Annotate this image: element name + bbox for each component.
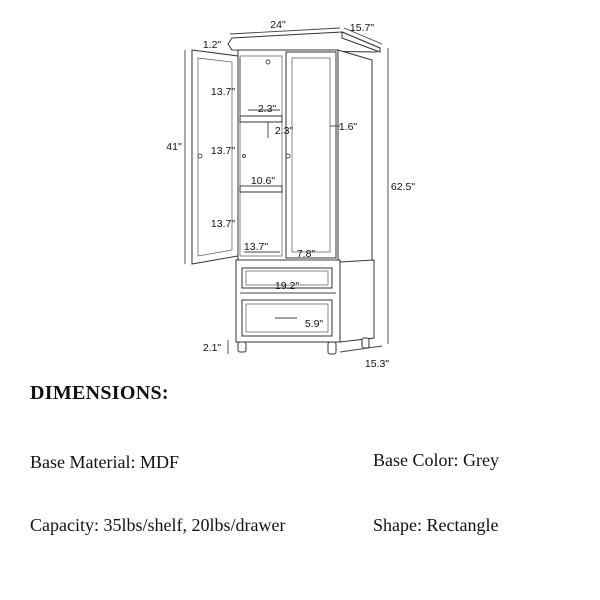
label-door-thickness: 1.6"	[339, 121, 358, 133]
dimensions-heading: DIMENSIONS:	[30, 382, 169, 404]
label-feet: 2.1"	[203, 342, 222, 354]
spec-base-color: Base Color: Grey	[373, 450, 499, 470]
foot-back	[361, 337, 370, 349]
spec-base-material: Base Material: MDF	[30, 452, 179, 472]
drawer-bottom	[241, 299, 333, 337]
label-shelf-gap-1: 2.3"	[258, 103, 277, 115]
label-drawer-width: 19.2"	[275, 280, 299, 292]
label-door-height: 41"	[166, 141, 182, 153]
drawer-bottom-inset	[245, 303, 329, 333]
cabinet-lower-side	[339, 259, 375, 343]
dim-line-depth-bottom	[339, 345, 383, 353]
dim-line-depth-top	[343, 27, 383, 45]
dim-line-width-top	[229, 27, 341, 35]
cabinet-top-side	[341, 31, 381, 53]
spec-shape: Shape: Rectangle	[373, 515, 499, 535]
cabinet-side-panel	[337, 49, 373, 263]
label-depth-top: 15.7"	[350, 22, 374, 34]
cabinet-dimension-diagram: 24" 15.7" 1.2" 41" 62.5" 13.7" 2.3" 2.3"…	[166, 19, 415, 370]
left-door-knob	[197, 153, 203, 159]
right-door-panel	[291, 57, 331, 253]
label-shelf-depth: 10.6"	[251, 175, 275, 187]
spec-capacity: Capacity: 35lbs/shelf, 20lbs/drawer	[30, 515, 286, 535]
foot-left	[237, 341, 247, 353]
label-depth-bottom: 15.3"	[365, 358, 389, 370]
label-width-top: 24"	[270, 19, 286, 31]
label-total-height: 62.5"	[391, 181, 415, 193]
drawer-top	[241, 267, 333, 289]
label-crown: 1.2"	[203, 39, 222, 51]
label-bottom-shelf-width: 13.7"	[244, 241, 268, 253]
label-inner-side: 7.8"	[297, 248, 316, 260]
label-drawer-height: 5.9"	[305, 318, 324, 330]
foot-right	[327, 341, 337, 355]
shelf-1	[239, 115, 283, 123]
label-shelf-space-3: 13.7"	[211, 218, 235, 230]
right-door	[285, 51, 337, 259]
label-shelf-space-1: 13.7"	[211, 86, 235, 98]
interior-compartment	[239, 55, 283, 257]
left-door-open	[191, 49, 239, 265]
drawer-top-inset	[245, 270, 329, 286]
hinge-pin-top	[265, 59, 271, 65]
hinge-pin-mid	[242, 154, 246, 158]
left-door-open-panel	[197, 57, 233, 257]
label-shelf-gap-2: 2.3"	[275, 125, 294, 137]
label-shelf-space-2: 13.7"	[211, 145, 235, 157]
right-door-knob	[285, 153, 291, 159]
